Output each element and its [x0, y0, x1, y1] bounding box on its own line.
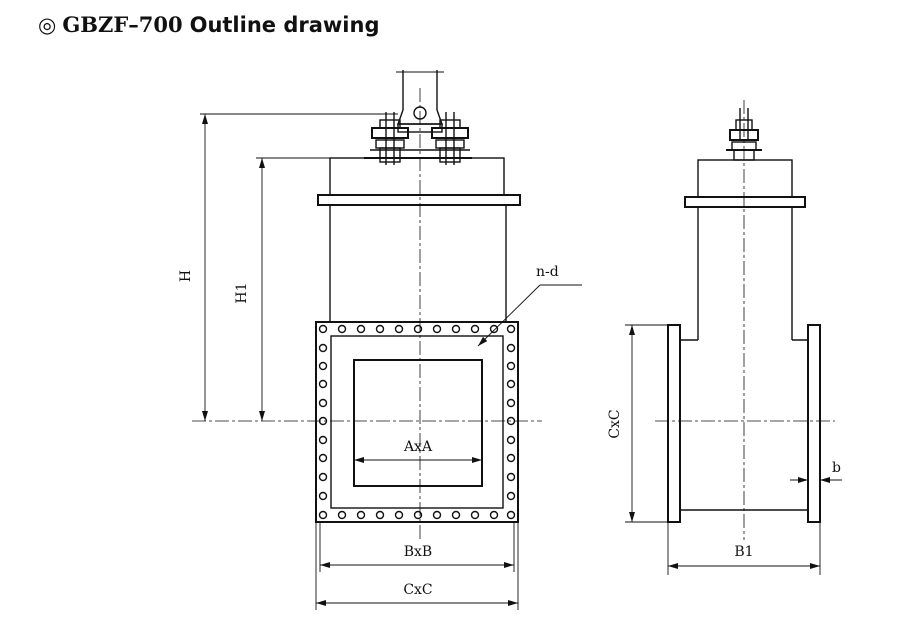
side-housing-top [697, 159, 793, 198]
housing-top [329, 157, 505, 196]
label-cxc-front: CxC [403, 582, 432, 598]
side-flange-left [667, 324, 681, 523]
flange-bolt-holes [318, 324, 516, 520]
side-flange-right [807, 324, 821, 523]
title-text: Outline drawing [189, 13, 380, 37]
dimension-axa: AxA [354, 439, 482, 463]
housing-flange [317, 194, 521, 206]
flange-inner-edge [330, 335, 504, 509]
bolt-holes-left [318, 343, 328, 501]
label-bxb: BxB [404, 544, 432, 560]
label-h1: H1 [234, 282, 250, 303]
dimension-cxc-side: CxC [607, 324, 668, 523]
dimension-h: H [178, 113, 398, 421]
dimension-b1: B1 [667, 522, 821, 575]
front-view: H H1 n-d AxA BxB C [178, 70, 582, 610]
dimension-b: b [790, 460, 842, 483]
bolt-holes-right [506, 343, 516, 501]
bolt-assembly-left [371, 112, 409, 165]
outer-flange [315, 321, 519, 523]
dimension-h1: H1 [234, 157, 364, 421]
leader-nd: n-d [477, 264, 582, 347]
title-symbol: ◎ [38, 13, 57, 37]
label-nd: n-d [536, 264, 559, 280]
label-axa: AxA [403, 439, 433, 455]
bolt-holes-top [318, 324, 516, 334]
side-housing-flange [684, 196, 806, 208]
side-view: CxC B1 b [607, 100, 842, 575]
opening-axa [353, 359, 483, 487]
label-cxc-side: CxC [607, 409, 623, 438]
label-b1: B1 [734, 544, 753, 560]
label-h: H [178, 270, 194, 282]
dimension-cxc-front: CxC [315, 522, 519, 610]
label-b: b [832, 460, 841, 476]
bolt-holes-bottom [318, 510, 516, 520]
dimension-bxb: BxB [319, 522, 515, 572]
title-model: GBZF–700 [62, 12, 183, 37]
bolt-assembly-right [431, 112, 469, 165]
